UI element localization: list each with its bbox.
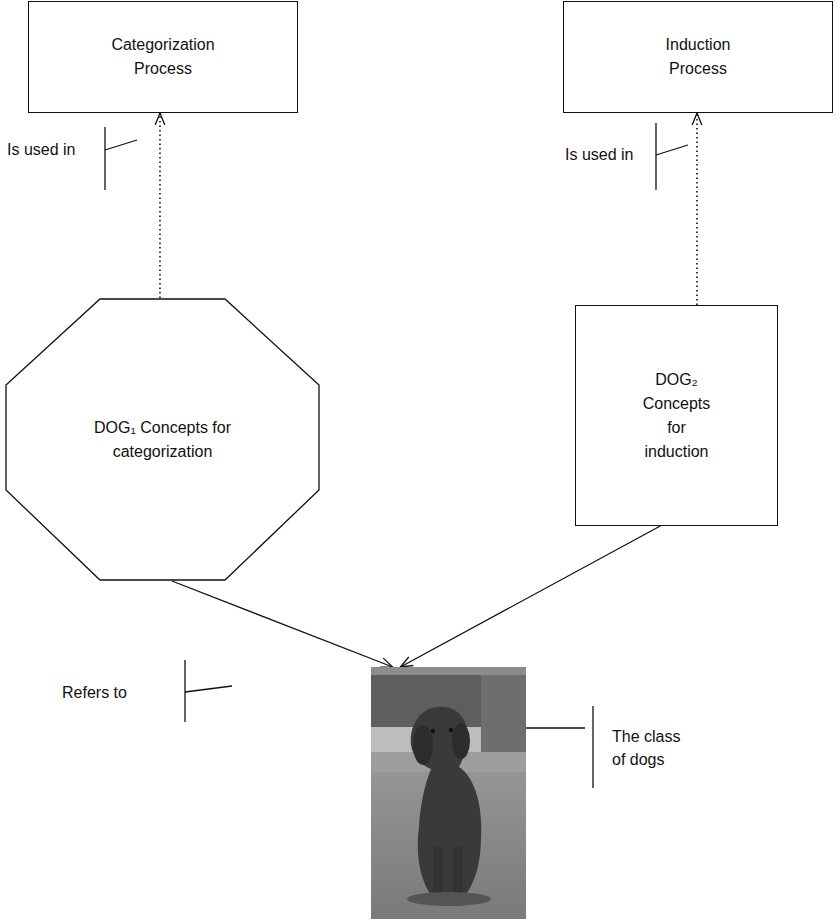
photo-part: [431, 729, 435, 733]
octagon-border: [6, 299, 319, 580]
bracket-line: [655, 123, 656, 190]
concept-box: Categorization Process: [28, 1, 298, 113]
text-column: Induction Process: [648, 33, 748, 81]
photo-part: [433, 847, 443, 895]
photo-part: [481, 675, 526, 755]
connector-line: [400, 526, 660, 667]
photo-part: [453, 847, 463, 895]
reference-arrow: [400, 526, 660, 667]
connector-line: [696, 113, 698, 305]
edge-label: Is used in: [5, 140, 77, 160]
connector-line: [172, 581, 393, 667]
concept-octagon: DOG₁ Concepts for categorization: [5, 298, 320, 581]
arrow-head: [155, 113, 165, 125]
node-text: DOG₂ Concepts for induction: [637, 368, 717, 464]
concept-box: Induction Process: [563, 1, 833, 113]
text-wrap: Categorization Process: [29, 2, 297, 112]
reference-arrow: [172, 581, 393, 667]
bracket-tick: [105, 140, 137, 150]
dog-photo-node: The class of dogs: [371, 667, 526, 919]
leader-line: [526, 727, 585, 728]
text-wrap: DOG₂ Concepts for induction: [576, 306, 777, 525]
arrow-head: [400, 657, 413, 667]
node-text: Induction Process: [648, 33, 748, 81]
dog-photo: [371, 667, 526, 919]
photo-part: [452, 723, 470, 759]
photo-part: [413, 725, 433, 765]
edge-label: Refers to: [60, 683, 129, 703]
dotted-arrow: [692, 113, 702, 305]
bracket-line: [104, 127, 105, 190]
octagon-outline: [5, 298, 320, 581]
node-text: Categorization Process: [98, 33, 228, 81]
photo-part: [411, 707, 482, 895]
photo-part: [407, 892, 491, 906]
bracket-tick: [185, 686, 232, 692]
text-wrap: Induction Process: [564, 2, 832, 112]
bracket-line: [184, 660, 185, 722]
class-label: The class of dogs: [612, 725, 694, 771]
bracket-tick: [656, 145, 688, 155]
photo-part: [371, 667, 526, 675]
text-wrap: DOG₁ Concepts for categorization: [5, 298, 320, 581]
arrow-head: [380, 658, 393, 667]
concept-box: DOG₂ Concepts for induction: [575, 305, 778, 526]
text-column: DOG₁ Concepts for categorization: [93, 416, 233, 464]
arrow-head: [692, 113, 702, 125]
connector-line: [159, 113, 161, 298]
dotted-arrow: [155, 113, 165, 298]
photo-part: [371, 667, 526, 919]
node-text: DOG₁ Concepts for categorization: [93, 416, 233, 464]
text-column: DOG₂ Concepts for induction: [637, 368, 717, 464]
edge-label: Is used in: [563, 145, 635, 165]
text-column: Categorization Process: [98, 33, 228, 81]
bracket-line: [592, 706, 593, 788]
photo-part: [449, 728, 453, 732]
